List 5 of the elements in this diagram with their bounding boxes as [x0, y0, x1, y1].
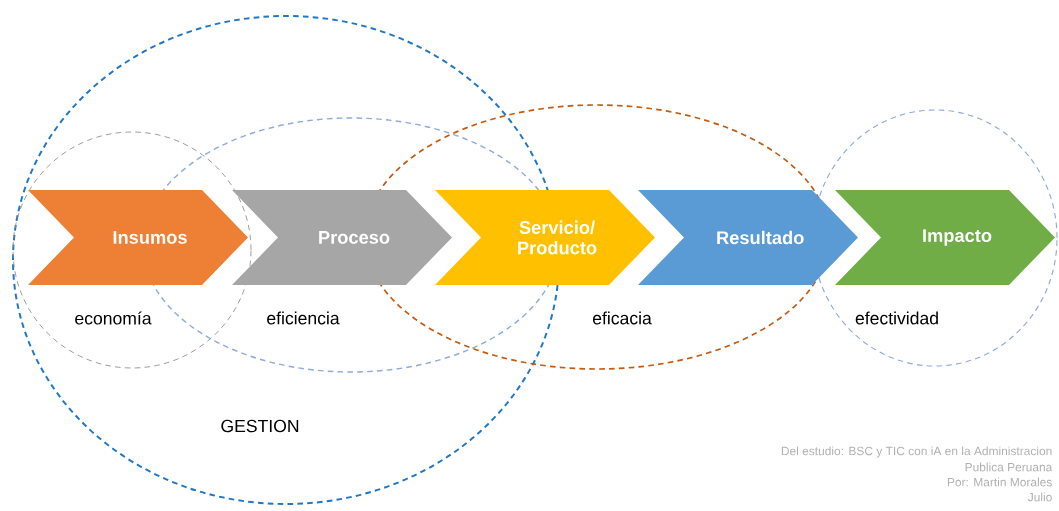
footnote-text: Julio	[1027, 492, 1052, 502]
footnote-text: Publica Peruana	[965, 462, 1053, 472]
chevron-box: Resultado	[638, 190, 858, 285]
footnote-text: Del estudio: BSC y TIC con iA en la Administracion	[781, 446, 1052, 458]
footnote-text: Por: Martin Morales	[947, 477, 1052, 487]
